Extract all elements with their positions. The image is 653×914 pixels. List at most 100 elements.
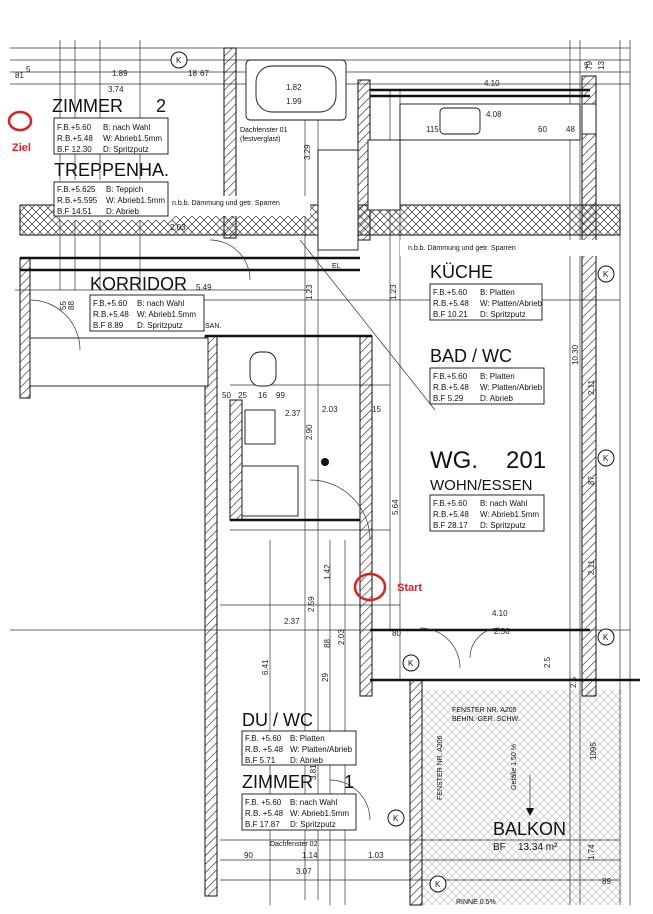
svg-text:79: 79 xyxy=(585,61,594,70)
svg-text:B.F 10.21: B.F 10.21 xyxy=(433,310,468,319)
k-marker-label: K xyxy=(435,880,441,889)
svg-text:1.99: 1.99 xyxy=(286,97,302,106)
svg-text:2.03: 2.03 xyxy=(322,405,338,414)
unit-number: 201 xyxy=(506,447,546,474)
svg-text:5.49: 5.49 xyxy=(196,283,212,292)
svg-text:W: Abrieb1.5mm: W: Abrieb1.5mm xyxy=(480,510,539,519)
svg-text:67: 67 xyxy=(200,69,209,78)
svg-text:R.B.+5.48: R.B.+5.48 xyxy=(93,310,129,319)
svg-text:B.F 14.51: B.F 14.51 xyxy=(57,207,92,216)
room-korridor: KORRIDOR F.B.+5.60 R.B.+5.48 B.F 8.89 B:… xyxy=(89,274,205,332)
svg-text:BF: BF xyxy=(493,842,506,853)
balcony-hatch xyxy=(422,690,622,905)
svg-text:D: Spritzputz: D: Spritzputz xyxy=(103,145,149,154)
svg-text:W: Platten/Abrieb: W: Platten/Abrieb xyxy=(290,745,353,754)
room-name: DU / WC xyxy=(242,710,313,730)
svg-text:81: 81 xyxy=(15,71,24,80)
svg-text:1.82: 1.82 xyxy=(286,83,302,92)
svg-text:115: 115 xyxy=(426,125,439,134)
svg-text:48: 48 xyxy=(566,125,575,134)
svg-text:R.B.+5.48: R.B.+5.48 xyxy=(433,299,469,308)
svg-text:B.F 5.71: B.F 5.71 xyxy=(245,756,276,765)
svg-text:F.B.+5.60: F.B.+5.60 xyxy=(433,372,468,381)
svg-text:D: Spritzputz: D: Spritzputz xyxy=(480,310,526,319)
svg-text:99: 99 xyxy=(276,391,285,400)
svg-text:D: Spritzputz: D: Spritzputz xyxy=(137,321,183,330)
ziel-label: Ziel xyxy=(12,142,31,154)
svg-text:1.23: 1.23 xyxy=(305,284,314,300)
svg-text:R.B.+5.48: R.B.+5.48 xyxy=(433,383,469,392)
svg-text:FENSTER NR. A206: FENSTER NR. A206 xyxy=(437,735,444,800)
svg-text:D: Spritzputz: D: Spritzputz xyxy=(290,820,336,829)
svg-text:1.03: 1.03 xyxy=(368,851,384,860)
svg-text:B: nach Wahl: B: nach Wahl xyxy=(290,798,338,807)
svg-text:B.F 5.29: B.F 5.29 xyxy=(433,394,464,403)
start-marker[interactable]: Start xyxy=(353,572,422,602)
k-marker-label: K xyxy=(603,454,609,463)
svg-text:W: Abrieb1.5mm: W: Abrieb1.5mm xyxy=(137,310,196,319)
ziel-marker[interactable]: Ziel xyxy=(7,110,33,154)
svg-text:2.11: 2.11 xyxy=(587,559,596,575)
room-bad-wc: BAD / WC F.B.+5.60 R.B.+5.48 B.F 5.29 B:… xyxy=(429,346,545,405)
svg-text:6.41: 6.41 xyxy=(261,659,270,675)
svg-text:2.59: 2.59 xyxy=(307,596,316,612)
room-treppenhaus: TREPPENHA. F.B.+5.625 R.B.+5.595 B.F 14.… xyxy=(53,160,169,217)
room-wohn-essen: WG. 201 WOHN/ESSEN F.B.+5.60 R.B.+5.48 B… xyxy=(429,447,546,532)
room-zimmer-2: ZIMMER 2 F.B.+5.60 R.B.+5.48 B.F 12.30 B… xyxy=(52,96,169,155)
svg-text:13: 13 xyxy=(597,61,606,70)
svg-text:R.B. +5.48: R.B. +5.48 xyxy=(245,745,284,754)
svg-text:BEHIN.-GER. SCHW.: BEHIN.-GER. SCHW. xyxy=(452,716,520,723)
svg-text:87: 87 xyxy=(587,476,596,485)
svg-text:EL: EL xyxy=(332,263,341,270)
room-name: KÜCHE xyxy=(430,262,493,282)
svg-text:1.23: 1.23 xyxy=(389,284,398,300)
room-name: TREPPENHA. xyxy=(54,160,169,180)
svg-text:n.b.b. Dämmung und getr. Sparr: n.b.b. Dämmung und getr. Sparren xyxy=(172,200,280,207)
svg-text:1.14: 1.14 xyxy=(302,851,318,860)
svg-text:3.74: 3.74 xyxy=(108,85,124,94)
k-marker-label: K xyxy=(176,56,182,65)
room-name: ZIMMER xyxy=(242,772,313,792)
svg-text:F.B.+5.625: F.B.+5.625 xyxy=(57,185,96,194)
svg-text:F.B.+5.60: F.B.+5.60 xyxy=(433,288,468,297)
svg-text:10.30: 10.30 xyxy=(571,344,580,365)
svg-text:B.F 28.17: B.F 28.17 xyxy=(433,521,468,530)
room-name: ZIMMER xyxy=(52,96,123,116)
svg-text:D: Spritzputz: D: Spritzputz xyxy=(480,521,526,530)
svg-text:W: Platten/Abrieb: W: Platten/Abrieb xyxy=(480,383,543,392)
svg-text:n.b.b. Dämmung und getr. Sparr: n.b.b. Dämmung und getr. Sparren xyxy=(408,245,516,252)
dimension-labels: 3.74 1.89 81 5 18 67 1.82 1.99 4.10 4.08… xyxy=(15,61,611,886)
room-balkon: BALKON BF 13.34 m² xyxy=(493,775,566,853)
du-fixtures xyxy=(241,351,329,517)
svg-text:F.B.+5.60: F.B.+5.60 xyxy=(433,499,468,508)
svg-text:2.5: 2.5 xyxy=(543,656,552,668)
svg-text:4.08: 4.08 xyxy=(486,110,502,119)
room-name: KORRIDOR xyxy=(90,274,187,294)
svg-text:2.5: 2.5 xyxy=(569,676,578,688)
svg-text:3.29: 3.29 xyxy=(303,144,312,160)
svg-text:W: Abrieb1.5mm: W: Abrieb1.5mm xyxy=(103,134,162,143)
svg-text:F.B.+5.60: F.B.+5.60 xyxy=(93,299,128,308)
walls xyxy=(19,47,640,906)
svg-text:5: 5 xyxy=(584,61,589,70)
svg-text:1095: 1095 xyxy=(589,742,598,760)
svg-text:SAN.: SAN. xyxy=(205,323,221,330)
svg-text:5.64: 5.64 xyxy=(391,499,400,515)
svg-text:55: 55 xyxy=(59,301,68,310)
kitchen-counter xyxy=(367,103,597,211)
room-name: WOHN/ESSEN xyxy=(430,477,533,494)
svg-text:2.11: 2.11 xyxy=(587,379,596,395)
room-kueche: KÜCHE F.B.+5.60 R.B.+5.48 B.F 10.21 B: P… xyxy=(429,262,543,321)
k-marker-label: K xyxy=(408,659,414,668)
svg-text:60: 60 xyxy=(538,125,547,134)
room-number: 1 xyxy=(344,772,354,792)
svg-text:Dachfenster 02: Dachfenster 02 xyxy=(270,841,318,848)
start-circle xyxy=(353,572,387,602)
svg-text:16: 16 xyxy=(258,391,267,400)
svg-text:R.B.+5.595: R.B.+5.595 xyxy=(57,196,98,205)
svg-text:W: Abrieb1.5mm: W: Abrieb1.5mm xyxy=(106,196,165,205)
svg-text:88: 88 xyxy=(67,301,76,310)
svg-text:F.B. +5.60: F.B. +5.60 xyxy=(245,798,282,807)
svg-text:F.B. +5.60: F.B. +5.60 xyxy=(245,734,282,743)
svg-text:D: Abrieb: D: Abrieb xyxy=(106,207,139,216)
